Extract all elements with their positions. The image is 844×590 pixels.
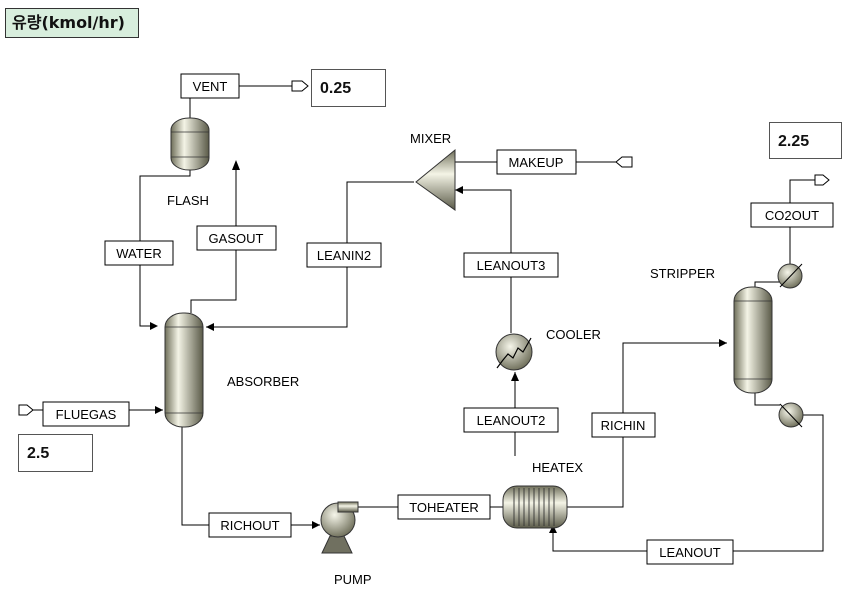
vent-flow-value: 0.25 [311, 69, 386, 107]
stream-label-gasout: GASOUT [209, 231, 264, 246]
leanout3-line [455, 189, 512, 333]
absorber-column[interactable] [164, 312, 204, 428]
flash-drum[interactable] [170, 117, 210, 171]
water-line [139, 170, 191, 327]
arrow-richin [719, 339, 727, 347]
stream-label-leanout3: LEANOUT3 [477, 258, 546, 273]
block-label-flash: FLASH [167, 193, 209, 208]
stream-label-makeup: MAKEUP [509, 155, 564, 170]
stripper-reboiler[interactable] [778, 402, 804, 428]
stream-label-vent: VENT [193, 79, 228, 94]
block-label-cooler: COOLER [546, 327, 601, 342]
arrow-richout [312, 521, 320, 529]
pump[interactable] [320, 501, 359, 554]
stream-label-richout: RICHOUT [220, 518, 279, 533]
block-label-mixer: MIXER [410, 131, 451, 146]
block-label-absorber: ABSORBER [227, 374, 299, 389]
page-title: 유량(kmol/hr) [5, 8, 139, 38]
fluegas-flow-value: 2.5 [18, 434, 93, 472]
block-label-stripper: STRIPPER [650, 266, 715, 281]
stream-label-water: WATER [116, 246, 162, 261]
block-label-pump: PUMP [334, 572, 372, 587]
vent-product-arrow [291, 80, 309, 92]
block-label-heatex: HEATEX [532, 460, 583, 475]
makeup-feed-arrow [615, 156, 633, 168]
stream-label-leanin2: LEANIN2 [317, 248, 371, 263]
stream-label-leanout: LEANOUT [659, 545, 720, 560]
co2out-product-arrow [814, 174, 830, 186]
fluegas-feed-arrow [18, 404, 34, 416]
heatex-exchanger[interactable] [502, 485, 568, 529]
arrow-leanout3 [455, 186, 463, 194]
arrow-fluegas [155, 406, 163, 414]
reboiler-link [754, 390, 780, 406]
stripper-condenser[interactable] [777, 263, 803, 289]
stream-label-fluegas: FLUEGAS [56, 407, 117, 422]
stream-label-richin: RICHIN [601, 418, 646, 433]
arrow-gasout [232, 160, 240, 170]
stream-label-co2out: CO2OUT [765, 208, 819, 223]
richout-line [181, 425, 320, 526]
cooler-exchanger[interactable] [495, 333, 533, 371]
stripper-column[interactable] [733, 286, 773, 394]
arrow-water [150, 322, 158, 330]
stream-label-leanout2: LEANOUT2 [477, 413, 546, 428]
stream-label-toheater: TOHEATER [409, 500, 479, 515]
leanout-line [552, 414, 824, 552]
arrow-leanout2 [511, 372, 519, 381]
arrow-leanout [549, 525, 557, 533]
mixer-triangle[interactable] [415, 148, 456, 211]
co2out-flow-value: 2.25 [769, 122, 842, 159]
arrow-leanin2 [206, 323, 214, 331]
